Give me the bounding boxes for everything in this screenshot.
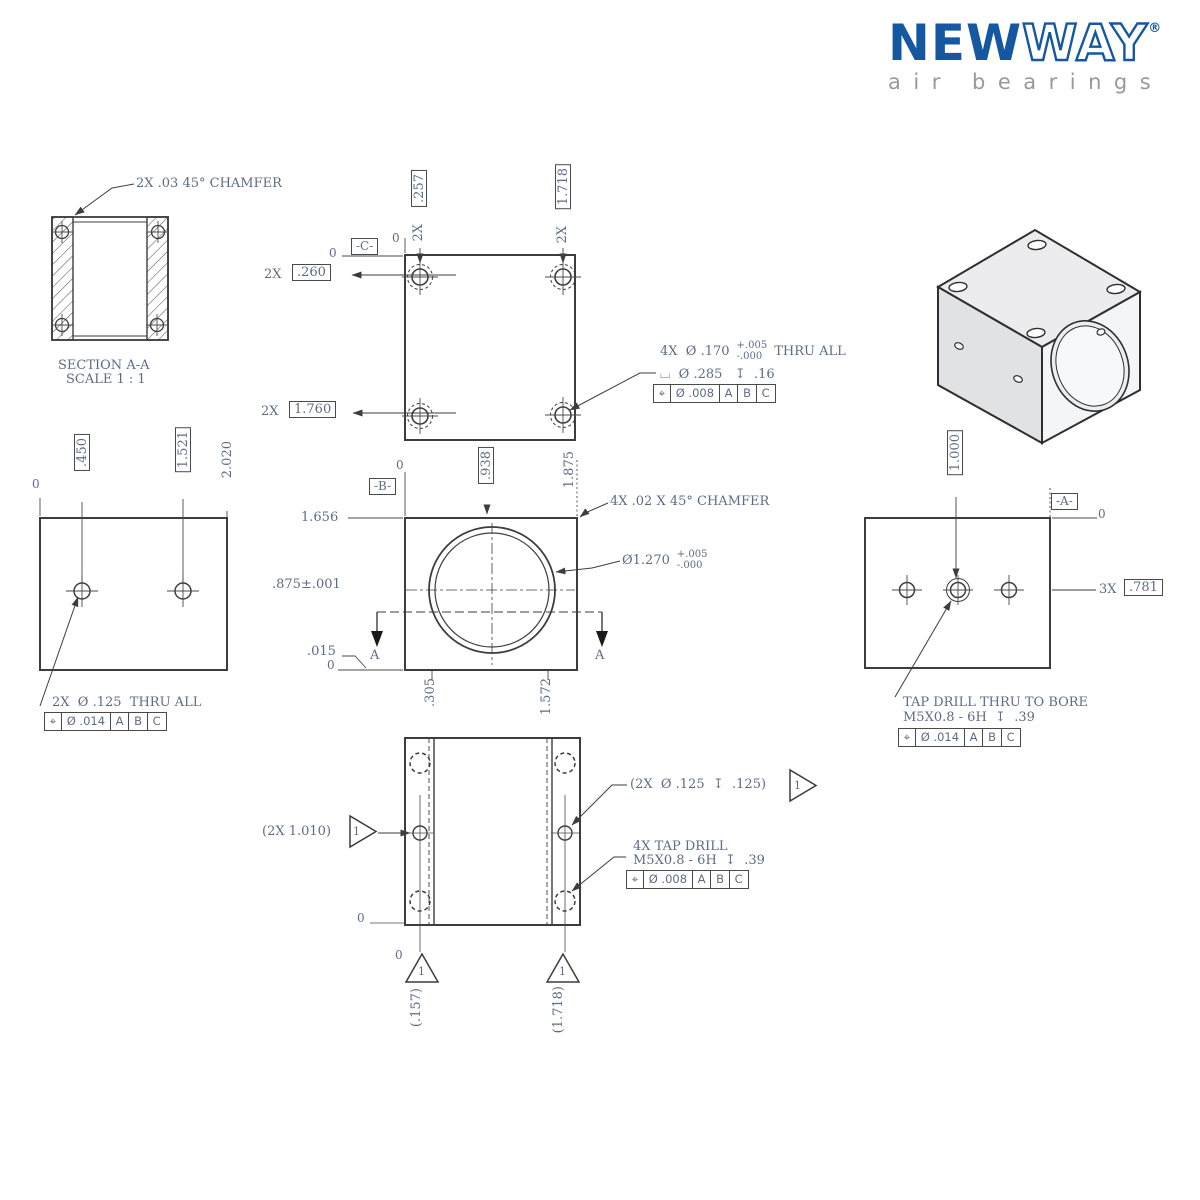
front-zero-bottom: 0 [327, 658, 335, 672]
logo-wordmark: NEWWAY® [888, 4, 1188, 69]
bottom-tap-line2: M5X0.8 - 6H ↧ .39 [633, 853, 765, 868]
dim-1572: 1.572 [539, 678, 554, 716]
cbore-hole-note: 4X Ø .170 +.005-.000 THRU ALL [660, 340, 846, 362]
section-title: SECTION A-A [58, 358, 150, 373]
fcf-datum-a: A [718, 384, 739, 403]
position-symbol-icon: ⌖ [652, 384, 672, 403]
ref-1718: (1.718) [551, 986, 566, 1034]
flag-1010-number: 1 [353, 825, 360, 838]
section-view-linework [51, 183, 169, 341]
datum-b-flag: -B- [369, 478, 397, 495]
dim-257-box: .257 [411, 170, 427, 207]
fcf-datum-a: A [109, 712, 130, 731]
fcf-datum-c: C [755, 384, 776, 403]
flag-125-number: 1 [794, 779, 801, 792]
section-scale: SCALE 1 : 1 [66, 372, 146, 387]
dim-1760-box: 1.760 [289, 401, 337, 418]
bore-diameter: Ø1.270 [622, 553, 670, 568]
fcf-tolerance: Ø .014 [914, 728, 966, 747]
fcf-datum-a: A [963, 728, 984, 747]
datum-c-flag: -C- [351, 238, 379, 255]
section-arrow-label-left: A [370, 648, 380, 663]
fcf-datum-b: B [737, 384, 758, 403]
bottom-tap-line1: 4X TAP DRILL [633, 839, 728, 854]
hole-tolerance-stack: +.005-.000 [736, 340, 768, 362]
bottom-zero-holes: 0 [395, 948, 403, 962]
dim-450-box: .450 [74, 434, 90, 471]
dim-938-box: .938 [478, 447, 494, 484]
dim-1875: 1.875 [562, 451, 577, 489]
top-view-linework [342, 238, 656, 441]
fcf-datum-b: B [982, 728, 1003, 747]
left-view-linework [39, 498, 228, 707]
logo-tagline: air bearings [888, 70, 1164, 94]
dim-1000-box: 1.000 [947, 430, 963, 476]
fcf-datum-b: B [710, 870, 731, 889]
tap-note-line2: M5X0.8 - 6H ↧ .39 [903, 710, 1035, 725]
isometric-view [936, 228, 1143, 445]
dim-781-qty: 3X [1099, 582, 1117, 597]
front-view-linework [338, 460, 621, 680]
section-chamfer-note: 2X .03 45° CHAMFER [136, 176, 282, 191]
dim-781-box: .781 [1124, 579, 1163, 596]
fcf-datum-a: A [691, 870, 712, 889]
dim-260-box: .260 [292, 264, 331, 281]
dim-1718-box: 1.718 [555, 164, 571, 210]
dim-305: .305 [423, 678, 438, 707]
dim-1521-box: 1.521 [175, 427, 191, 473]
dim-1718-qty: 2X [555, 226, 570, 244]
right-view-linework [864, 488, 1097, 698]
bottom-zero-edge: 0 [357, 911, 365, 925]
fcf-datum-c: C [1000, 728, 1021, 747]
flag-1718-number: 1 [559, 965, 566, 978]
ref-1010: (2X 1.010) [262, 824, 332, 839]
left-zero: 0 [32, 477, 40, 491]
newway-logo: NEWWAY® air bearings [888, 4, 1188, 94]
hole-qty-dia: 4X Ø .170 [660, 344, 730, 359]
dim-257-qty: 2X [411, 224, 426, 242]
left-hole-note: 2X Ø .125 THRU ALL [52, 695, 202, 710]
fcf-tolerance: Ø .014 [60, 712, 112, 731]
note-125: (2X Ø .125 ↧ .125) [630, 777, 767, 792]
dim-015: .015 [307, 644, 336, 659]
fcf-datum-c: C [728, 870, 749, 889]
bore-dia-note: Ø1.270 +.005-.000 [622, 549, 708, 571]
fcf-tolerance: Ø .008 [669, 384, 721, 403]
tap-note-line1: TAP DRILL THRU TO BORE [903, 695, 1089, 710]
thru-all-text: THRU ALL [774, 344, 846, 359]
dim-2020: 2.020 [220, 441, 235, 479]
fcf-datum-b: B [128, 712, 149, 731]
top-zero-x: 0 [392, 231, 400, 245]
dim-1656: 1.656 [301, 510, 339, 525]
dim-875: .875±.001 [272, 577, 341, 592]
front-chamfer-note: 4X .02 X 45° CHAMFER [610, 494, 770, 509]
bore-tolerance-stack: +.005-.000 [676, 549, 708, 571]
right-zero: 0 [1098, 507, 1106, 521]
registered-mark-icon: ® [1148, 21, 1163, 36]
flag-157-number: 1 [418, 965, 425, 978]
logo-new-text: NEW [888, 14, 1023, 72]
fcf-datum-c: C [146, 712, 167, 731]
cbore-depth-note: ⌴ Ø .285 ↧ .16 [660, 367, 775, 382]
top-zero-y: 0 [329, 246, 337, 260]
section-arrow-label-right: A [595, 648, 605, 663]
position-symbol-icon: ⌖ [43, 712, 63, 731]
ref-157: (.157) [409, 988, 424, 1028]
position-symbol-icon: ⌖ [897, 728, 917, 747]
fcf-tolerance: Ø .008 [642, 870, 694, 889]
logo-way-text: WAY [1021, 14, 1149, 72]
bottom-view-linework [349, 737, 818, 983]
datum-a-flag: -A- [1051, 493, 1078, 510]
dim-1760-qty: 2X [261, 404, 279, 419]
front-zero-top: 0 [396, 458, 404, 472]
position-symbol-icon: ⌖ [625, 870, 645, 889]
dim-260-qty: 2X [264, 267, 282, 282]
